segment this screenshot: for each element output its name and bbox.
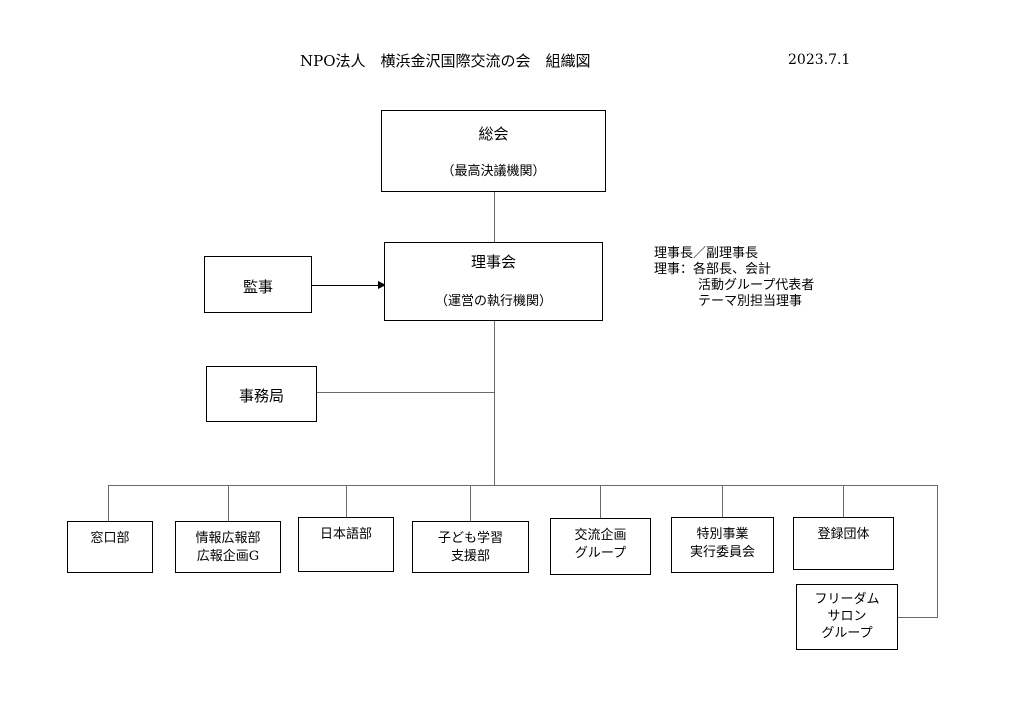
dept-box-3: 日本語部 xyxy=(298,517,394,572)
board-title: 理事会 xyxy=(470,253,516,271)
note-line-2: 理事：各部長、会計 xyxy=(654,262,772,277)
dept-5-line-1: 交流企画 xyxy=(574,528,627,543)
dept-1-line-1: 窓口部 xyxy=(90,531,130,546)
connector-secretariat xyxy=(317,392,495,393)
board-box: 理事会 （運営の執行機関） xyxy=(384,242,603,321)
note-line-4: テーマ別担当理事 xyxy=(698,294,803,309)
note-line-1: 理事長／副理事長 xyxy=(654,246,759,261)
subgroup-line-3: グループ xyxy=(821,626,873,641)
dept-5-line-2: グループ xyxy=(574,546,627,561)
connector-general-board xyxy=(494,192,495,242)
subgroup-line-1: フリーダム xyxy=(814,592,880,607)
connector-right-side xyxy=(937,485,938,618)
subgroup-line-2: サロン xyxy=(827,609,867,624)
auditor-arrow-head xyxy=(378,281,386,289)
dept-2-line-1: 情報広報部 xyxy=(195,531,261,546)
page-title: NPO法人 横浜金沢国際交流の会 組織図 xyxy=(300,52,591,70)
dept-box-5: 交流企画 グループ xyxy=(550,518,651,575)
secretariat-box: 事務局 xyxy=(206,366,317,422)
general-assembly-box: 総会 （最高決議機関） xyxy=(381,110,606,192)
dept-4-line-2: 支援部 xyxy=(450,549,490,564)
board-subtitle: （運営の執行機関） xyxy=(434,294,552,309)
connector-dept-5 xyxy=(600,485,601,518)
note-line-3: 活動グループ代表者 xyxy=(698,278,815,293)
dept-6-line-2: 実行委員会 xyxy=(689,545,755,560)
date-label: 2023.7.1 xyxy=(788,52,851,68)
connector-dept-2 xyxy=(228,485,229,521)
dept-box-7: 登録団体 xyxy=(793,517,894,570)
secretariat-title: 事務局 xyxy=(238,387,284,405)
auditor-box: 監事 xyxy=(204,256,312,313)
connector-subgroup xyxy=(898,617,938,618)
dept-box-4: 子ども学習 支援部 xyxy=(412,521,529,573)
connector-departments-bus xyxy=(108,485,938,486)
connector-dept-6 xyxy=(722,485,723,517)
dept-box-6: 特別事業 実行委員会 xyxy=(671,517,774,573)
general-assembly-subtitle: （最高決議機関） xyxy=(441,164,546,179)
dept-7-line-1: 登録団体 xyxy=(817,527,870,542)
freedom-salon-group-box: フリーダム サロン グループ xyxy=(796,584,898,650)
connector-board-trunk xyxy=(494,321,495,485)
board-composition-note: 理事長／副理事長 理事：各部長、会計 活動グループ代表者 テーマ別担当理事 xyxy=(654,246,814,310)
connector-dept-4 xyxy=(470,485,471,521)
auditor-title: 監事 xyxy=(242,278,273,296)
general-assembly-title: 総会 xyxy=(478,125,509,143)
connector-dept-3 xyxy=(346,485,347,517)
connector-dept-1 xyxy=(108,485,109,521)
dept-box-1: 窓口部 xyxy=(67,521,153,573)
connector-dept-7 xyxy=(843,485,844,517)
dept-4-line-1: 子ども学習 xyxy=(437,531,503,546)
dept-box-2: 情報広報部 広報企画G xyxy=(175,521,281,573)
dept-3-line-1: 日本語部 xyxy=(319,527,372,542)
dept-2-line-2: 広報企画G xyxy=(196,549,260,564)
auditor-arrow-line xyxy=(312,285,378,286)
dept-6-line-1: 特別事業 xyxy=(696,527,749,542)
